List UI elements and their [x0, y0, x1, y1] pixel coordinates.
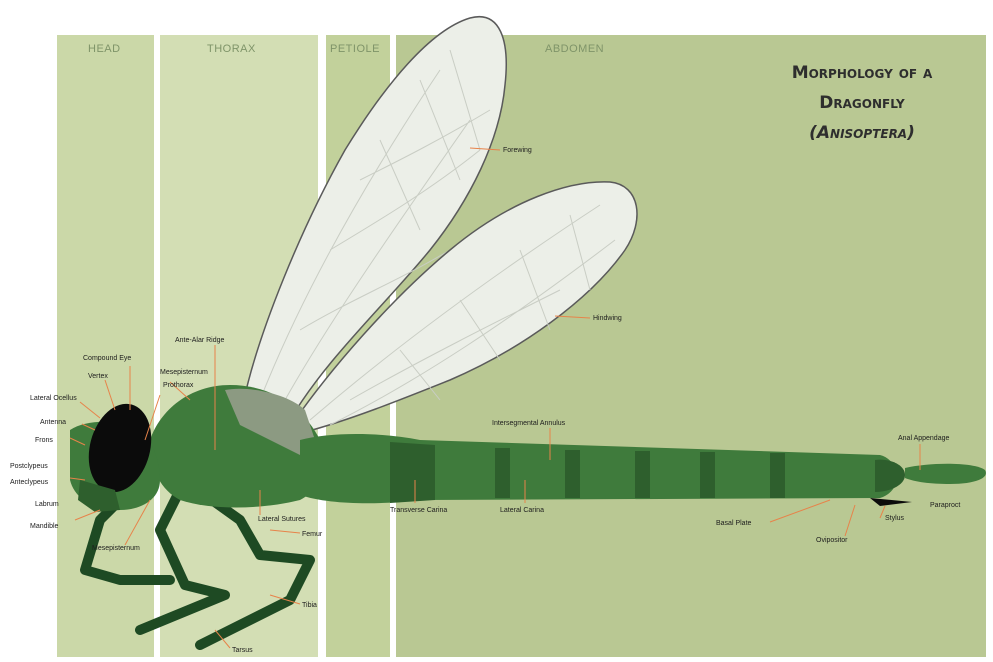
label-hindwing: Hindwing	[593, 315, 622, 322]
label-transverse-carina: Transverse Carina	[390, 507, 447, 514]
label-lateral-ocellus: Lateral Ocellus	[30, 395, 77, 402]
label-postclypeus: Postclypeus	[10, 463, 48, 470]
section-label-petiole: PETIOLE	[330, 43, 380, 55]
label-ante-alar-ridge: Ante-Alar Ridge	[175, 337, 225, 344]
label-tibia: Tibia	[302, 602, 317, 609]
label-intersegmental-annulus: Intersegmental Annulus	[492, 420, 566, 427]
label-mesepisternum-bottom: Mesepisternum	[92, 545, 140, 552]
section-label-head: HEAD	[88, 43, 121, 55]
label-stylus: Stylus	[885, 515, 905, 522]
label-antenna: Antenna	[40, 419, 66, 426]
label-mesepisternum-top: Mesepisternum	[160, 369, 208, 376]
label-ovipositor: Ovipositor	[816, 537, 848, 544]
head-band	[57, 35, 154, 657]
label-frons: Frons	[35, 437, 53, 444]
label-paraproct: Paraproct	[930, 502, 960, 509]
label-labrum: Labrum	[35, 501, 59, 508]
diagram-title-line-1: Morphology of a	[792, 63, 933, 83]
label-femur: Femur	[302, 531, 323, 538]
label-lateral-sutures: Lateral Sutures	[258, 516, 306, 523]
label-forewing: Forewing	[503, 147, 532, 154]
label-vertex: Vertex	[88, 373, 108, 380]
label-lateral-carina: Lateral Carina	[500, 507, 544, 514]
label-anteclypeus: Anteclypeus	[10, 479, 49, 486]
label-prothorax: Prothorax	[163, 382, 194, 389]
section-label-abdomen: ABDOMEN	[545, 43, 604, 55]
label-basal-plate: Basal Plate	[716, 520, 752, 527]
label-tarsus: Tarsus	[232, 647, 253, 654]
label-anal-appendage: Anal Appendage	[898, 435, 949, 442]
label-mandible: Mandible	[30, 523, 59, 530]
section-label-thorax: THORAX	[207, 43, 256, 55]
label-compound-eye: Compound Eye	[83, 355, 131, 362]
diagram-title-line-3: (Anisoptera)	[809, 123, 915, 143]
diagram-title-line-2: Dragonfly	[819, 93, 905, 113]
